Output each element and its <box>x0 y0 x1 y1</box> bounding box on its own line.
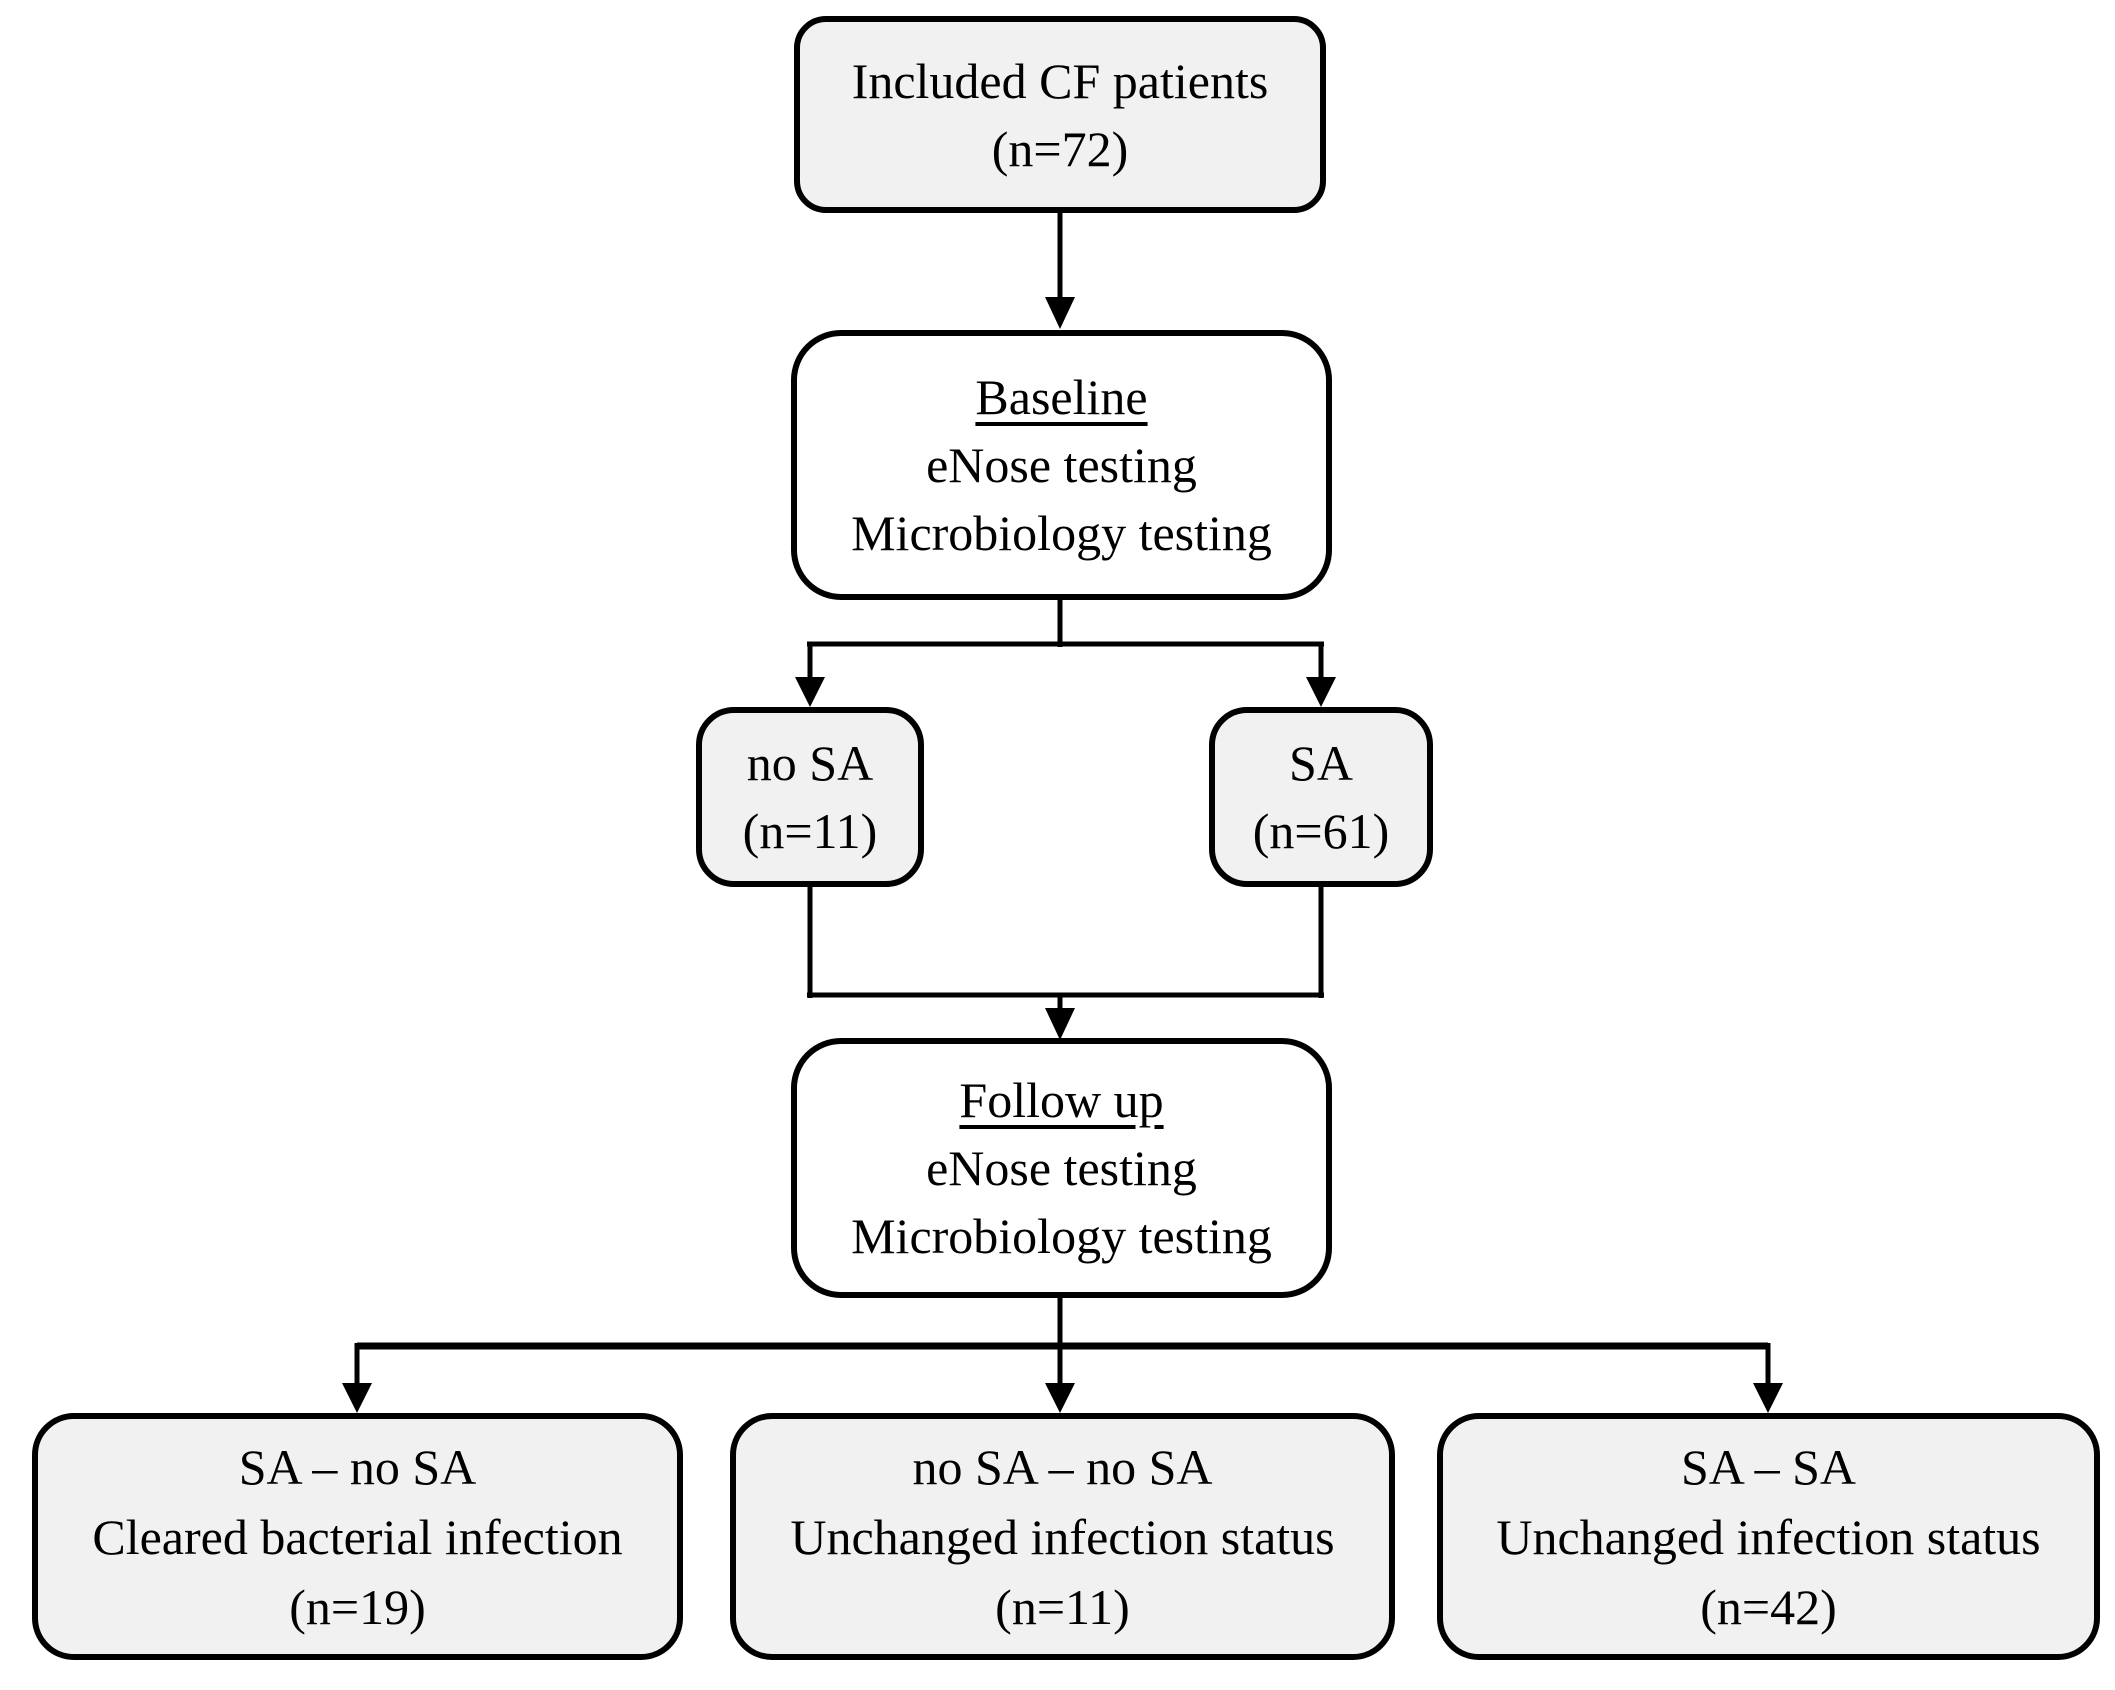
node-text-line: Unchanged infection status <box>790 1508 1335 1565</box>
arrow-included-to-baseline <box>1045 213 1075 329</box>
node-included-cf-patients: Included CF patients (n=72) <box>794 16 1326 213</box>
node-count: (n=42) <box>1700 1578 1837 1635</box>
node-sa-to-sa-unchanged: SA – SA Unchanged infection status (n=42… <box>1437 1413 2100 1660</box>
node-text-line: no SA <box>746 735 874 791</box>
arrow-baseline-to-sa <box>1306 642 1336 707</box>
arrow-followup-to-cleared <box>342 1343 372 1413</box>
node-sa: SA (n=61) <box>1209 707 1433 887</box>
node-count: (n=11) <box>742 803 878 859</box>
node-text-line: Microbiology testing <box>851 1208 1272 1264</box>
node-header: Follow up <box>959 1072 1164 1128</box>
arrow-followup-to-unchanged-no-sa <box>1045 1343 1075 1413</box>
node-text-line: SA – no SA <box>238 1438 477 1495</box>
node-followup-testing: Follow up eNose testing Microbiology tes… <box>791 1038 1332 1298</box>
node-text-line: eNose testing <box>926 1140 1197 1196</box>
node-text-line: SA <box>1289 735 1353 791</box>
node-text-line: Unchanged infection status <box>1496 1508 2041 1565</box>
node-text-line: eNose testing <box>926 437 1197 493</box>
branch-followup-rail <box>357 1298 1768 1350</box>
node-header: Baseline <box>975 369 1148 425</box>
node-text-line: SA – SA <box>1680 1438 1857 1495</box>
arrow-merge-to-followup <box>1045 995 1075 1040</box>
arrow-followup-to-unchanged-sa <box>1753 1343 1783 1413</box>
node-count: (n=72) <box>991 120 1129 177</box>
node-count: (n=61) <box>1252 803 1390 859</box>
node-text-line: Microbiology testing <box>851 505 1272 561</box>
node-count: (n=19) <box>289 1578 426 1635</box>
node-count: (n=11) <box>995 1578 1130 1635</box>
node-baseline-testing: Baseline eNose testing Microbiology test… <box>791 330 1332 600</box>
merge-rail-to-followup <box>807 887 1324 998</box>
branch-baseline-rail <box>807 600 1324 647</box>
node-no-sa: no SA (n=11) <box>696 707 924 887</box>
node-no-sa-to-no-sa-unchanged: no SA – no SA Unchanged infection status… <box>730 1413 1395 1660</box>
arrow-baseline-to-no-sa <box>795 642 825 707</box>
node-sa-to-no-sa-cleared: SA – no SA Cleared bacterial infection (… <box>32 1413 683 1660</box>
node-text-line: Cleared bacterial infection <box>92 1508 623 1565</box>
node-text-line: Included CF patients <box>851 52 1269 109</box>
node-text-line: no SA – no SA <box>912 1438 1213 1495</box>
